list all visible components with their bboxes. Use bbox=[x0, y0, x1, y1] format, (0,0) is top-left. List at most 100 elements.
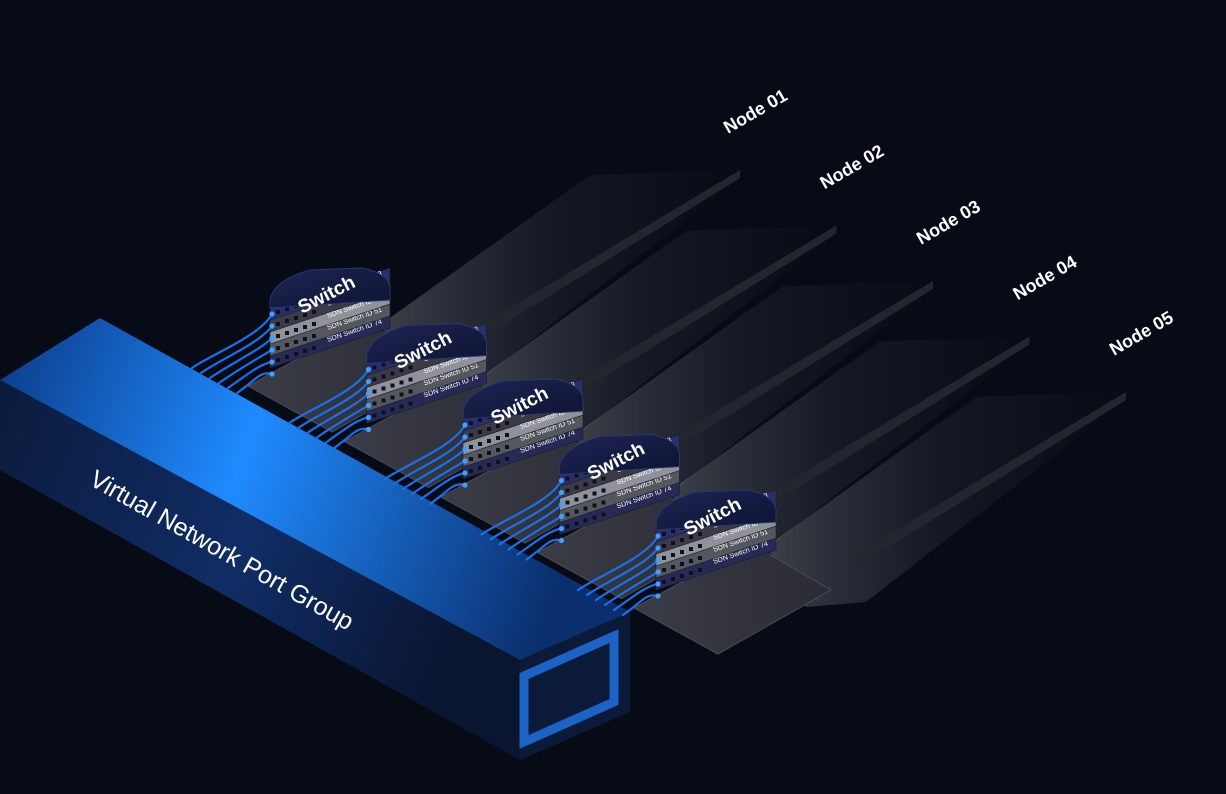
switch-port bbox=[487, 463, 491, 467]
switch-port bbox=[276, 358, 280, 362]
switch-cap bbox=[655, 489, 777, 531]
cable-connector bbox=[462, 458, 468, 464]
cable bbox=[314, 404, 370, 440]
switch-port bbox=[574, 521, 579, 526]
switch-port bbox=[565, 488, 570, 493]
cable-connector bbox=[462, 470, 468, 476]
switch-port bbox=[592, 515, 597, 520]
node-label: Node 01 bbox=[720, 85, 791, 137]
switch-port bbox=[496, 448, 500, 452]
switch-port bbox=[680, 562, 684, 566]
switch-port bbox=[399, 404, 404, 409]
switch-port bbox=[285, 331, 289, 335]
switch-port bbox=[689, 547, 693, 551]
switch-port bbox=[408, 401, 413, 406]
switch-port bbox=[469, 421, 473, 425]
cable bbox=[208, 336, 274, 380]
switch-port bbox=[276, 346, 280, 350]
cable bbox=[576, 534, 660, 592]
switch-port bbox=[285, 319, 289, 323]
switch-port bbox=[478, 418, 482, 422]
switch-port bbox=[285, 355, 289, 359]
switch-port bbox=[698, 556, 702, 560]
switch-port bbox=[671, 577, 675, 581]
cable-connector bbox=[365, 378, 372, 385]
switch-port bbox=[312, 322, 316, 326]
switch-port bbox=[592, 491, 597, 496]
cable bbox=[428, 483, 467, 506]
switch-port bbox=[574, 485, 579, 490]
switch-port bbox=[583, 506, 588, 511]
switch-port bbox=[478, 442, 482, 446]
switch-port bbox=[662, 544, 666, 548]
cable-connector bbox=[655, 593, 661, 599]
port-group-top-face bbox=[0, 318, 630, 660]
switch-port bbox=[469, 445, 473, 449]
cable bbox=[621, 594, 660, 617]
switch-port bbox=[505, 421, 509, 425]
switch-port bbox=[294, 340, 298, 344]
cable bbox=[489, 491, 563, 541]
cable-connector bbox=[655, 581, 661, 587]
switch-port bbox=[671, 541, 675, 545]
switch-port bbox=[671, 529, 675, 533]
switch-port bbox=[505, 433, 509, 437]
cable-connector bbox=[558, 513, 565, 520]
switch-port bbox=[294, 352, 298, 356]
switch-port bbox=[662, 556, 666, 560]
cable bbox=[419, 471, 467, 501]
port-group-side-face bbox=[0, 380, 520, 760]
cable-connector bbox=[365, 366, 372, 373]
switch-port bbox=[399, 368, 404, 373]
switch-port bbox=[601, 476, 606, 481]
cable-connector bbox=[558, 489, 565, 496]
switch-port bbox=[372, 365, 377, 370]
switch-port bbox=[408, 377, 413, 382]
switch-port bbox=[662, 568, 666, 572]
switch-port bbox=[505, 457, 509, 461]
cable-connector bbox=[462, 482, 468, 488]
switch-port bbox=[574, 497, 579, 502]
switch-port bbox=[505, 445, 509, 449]
cable bbox=[332, 427, 370, 450]
node-track bbox=[566, 225, 837, 398]
node-label: Node 05 bbox=[1106, 307, 1177, 359]
cable-connector bbox=[655, 569, 661, 575]
node-label: Node 03 bbox=[913, 196, 984, 248]
switch-port bbox=[372, 413, 377, 418]
node-track bbox=[759, 336, 1030, 509]
switch-port bbox=[303, 349, 307, 353]
cable-connector bbox=[365, 426, 372, 433]
node-label: Node 04 bbox=[1010, 252, 1081, 304]
port-group-end-face bbox=[520, 612, 630, 760]
switch-port bbox=[592, 503, 597, 508]
switch-port bbox=[390, 407, 395, 412]
cable-connector bbox=[365, 414, 372, 421]
switch-port bbox=[294, 328, 298, 332]
switch-port bbox=[671, 565, 675, 569]
cable bbox=[217, 348, 274, 385]
switch-port bbox=[303, 325, 307, 329]
cable bbox=[323, 416, 370, 445]
switch-port bbox=[496, 460, 500, 464]
cable bbox=[410, 459, 467, 496]
port-group-end-frame bbox=[519, 629, 619, 749]
switch-cap bbox=[366, 322, 488, 365]
node-track bbox=[470, 170, 740, 342]
switch-port bbox=[583, 518, 588, 523]
cable bbox=[235, 372, 274, 395]
switch-port bbox=[565, 512, 570, 517]
switch-port bbox=[381, 362, 386, 367]
cable bbox=[516, 527, 563, 556]
switch-port bbox=[285, 343, 289, 347]
switch-port bbox=[601, 488, 606, 493]
switch-port bbox=[285, 307, 289, 311]
switch-port bbox=[372, 377, 377, 382]
switch-cap bbox=[462, 378, 584, 420]
cable-connector bbox=[365, 402, 372, 409]
switch-port bbox=[698, 544, 702, 548]
